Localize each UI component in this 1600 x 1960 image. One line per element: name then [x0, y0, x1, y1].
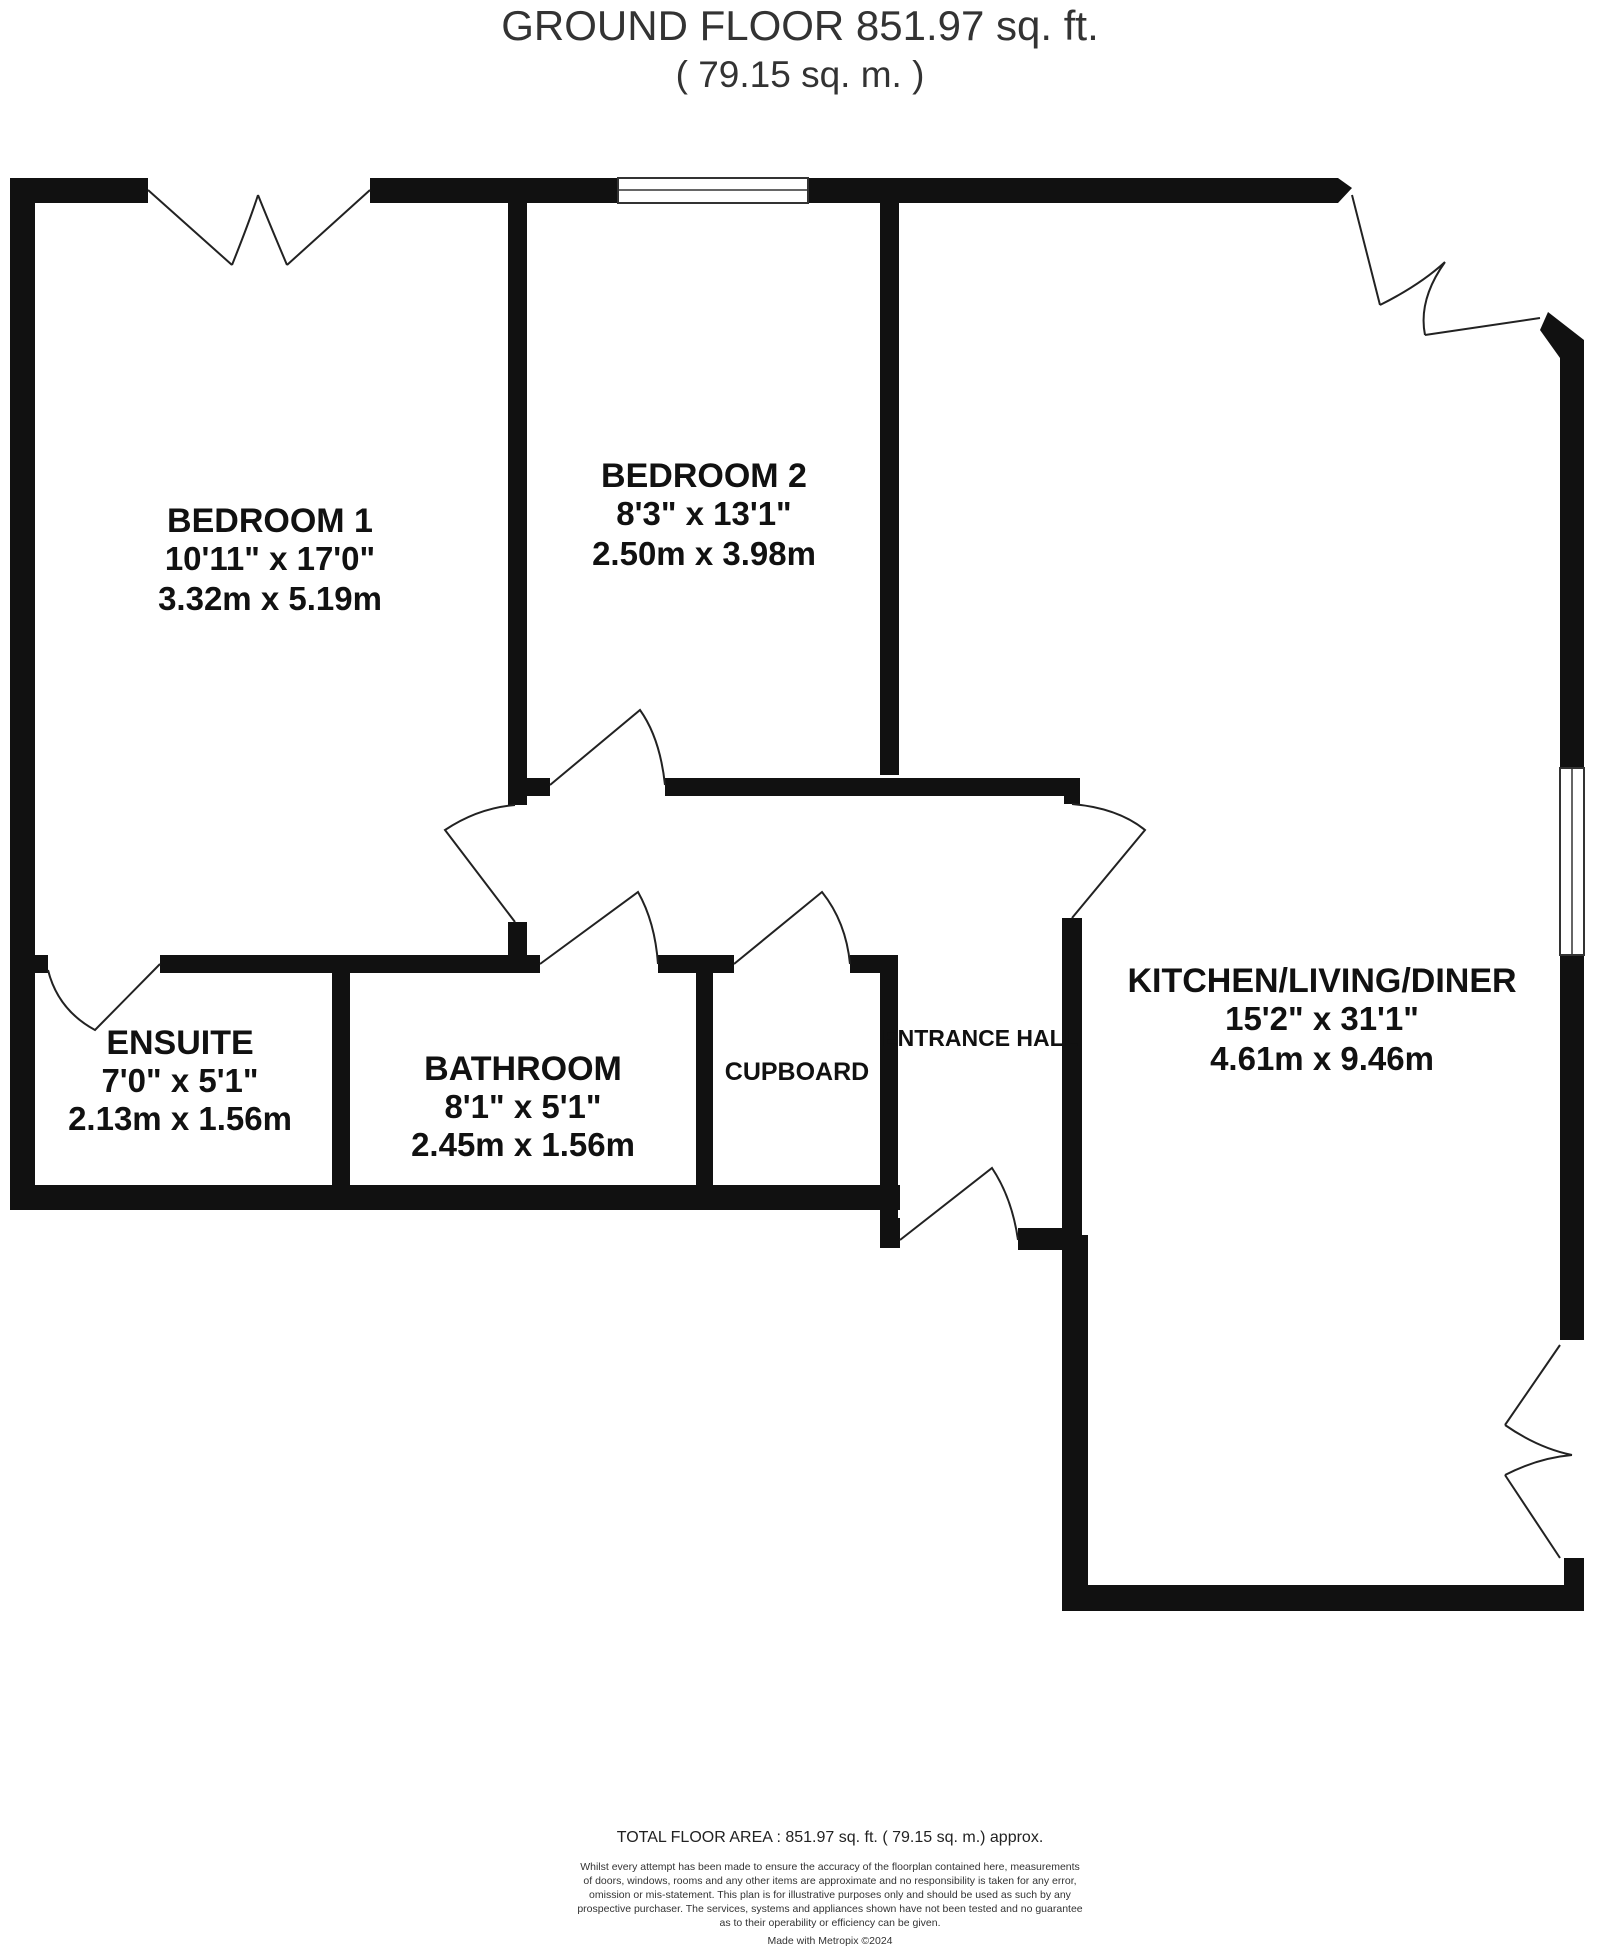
room-ensuite: ENSUITE 7'0" x 5'1" 2.13m x 1.56m: [68, 1024, 292, 1137]
doors: [47, 189, 1573, 1559]
room-metric-ensuite: 2.13m x 1.56m: [68, 1100, 292, 1137]
door-kitchen-top-french: [1351, 194, 1541, 336]
room-imperial-bedroom1: 10'11" x 17'0": [165, 540, 375, 577]
room-imperial-ensuite: 7'0" x 5'1": [101, 1062, 258, 1099]
room-name-bedroom1: BEDROOM 1: [167, 502, 373, 540]
room-imperial-kitchen: 15'2" x 31'1": [1225, 1000, 1419, 1037]
room-name-bedroom2: BEDROOM 2: [601, 457, 807, 495]
room-imperial-bedroom2: 8'3" x 13'1": [616, 495, 791, 532]
room-metric-kitchen: 4.61m x 9.46m: [1210, 1040, 1434, 1077]
room-bedroom2: BEDROOM 2 8'3" x 13'1" 2.50m x 3.98m: [592, 457, 816, 572]
wall-top-right-corner: [1338, 178, 1352, 203]
floor-title: GROUND FLOOR 851.97 sq. ft.: [501, 2, 1099, 49]
wall-ensuite-top-stub: [10, 955, 48, 973]
wall-kitchen-left-upper: [1062, 918, 1082, 1238]
room-bedroom1: BEDROOM 1 10'11" x 17'0" 3.32m x 5.19m: [158, 502, 382, 617]
disclaimer-line-3: omission or mis-statement. This plan is …: [589, 1889, 1072, 1901]
room-metric-bathroom: 2.45m x 1.56m: [411, 1126, 635, 1163]
floor-subtitle: ( 79.15 sq. m. ): [676, 54, 925, 95]
wall-bed2-kitchen: [880, 190, 899, 775]
wall-hall-bottom-right: [1018, 1228, 1068, 1250]
door-bedroom1: [443, 804, 516, 923]
door-cupboard: [733, 890, 851, 965]
wall-kitchen-left-lower: [1062, 1235, 1088, 1610]
door-entrance: [899, 1166, 1019, 1241]
disclaimer-line-5: as to their operability or efficiency ca…: [719, 1917, 940, 1929]
disclaimer-line-2: of doors, windows, rooms and any other i…: [583, 1875, 1076, 1887]
footer: TOTAL FLOOR AREA : 851.97 sq. ft. ( 79.1…: [577, 1829, 1082, 1947]
walls: [10, 178, 1584, 1611]
wall-bed2-bottom-right: [665, 778, 1080, 796]
wall-kitchen-corner: [1540, 312, 1584, 358]
room-imperial-bathroom: 8'1" x 5'1": [444, 1088, 601, 1125]
room-name-hall: ENTRANCE HALL: [882, 1025, 1078, 1051]
wall-top-mid: [370, 178, 618, 203]
room-name-bathroom: BATHROOM: [424, 1050, 622, 1088]
total-floor-area: TOTAL FLOOR AREA : 851.97 sq. ft. ( 79.1…: [617, 1829, 1044, 1846]
wall-kitchen-right-lower: [1560, 955, 1584, 1340]
room-metric-bedroom1: 3.32m x 5.19m: [158, 580, 382, 617]
door-kitchen: [1071, 803, 1147, 919]
wall-kitchen-bottom-right-stub: [1564, 1558, 1584, 1610]
door-bathroom: [539, 890, 659, 965]
door-ensuite: [47, 963, 161, 1032]
room-name-ensuite: ENSUITE: [106, 1024, 253, 1062]
room-metric-bedroom2: 2.50m x 3.98m: [592, 535, 816, 572]
wall-bottom-left-block: [10, 1185, 900, 1210]
room-kitchen: KITCHEN/LIVING/DINER 15'2" x 31'1" 4.61m…: [1127, 962, 1516, 1077]
wall-bed1-hall-stub: [508, 922, 527, 956]
windows: [617, 177, 1585, 956]
door-bedroom2: [549, 708, 666, 786]
wall-ensuite-bathroom: [332, 962, 350, 1197]
disclaimer-line-4: prospective purchaser. The services, sys…: [577, 1903, 1082, 1915]
wall-kitchen-right-upper: [1560, 358, 1584, 768]
room-bathroom: BATHROOM 8'1" x 5'1" 2.45m x 1.56m: [411, 1050, 635, 1163]
room-name-kitchen: KITCHEN/LIVING/DINER: [1127, 962, 1516, 1000]
room-cupboard: CUPBOARD: [725, 1058, 869, 1086]
metropix-credit: Made with Metropix ©2024: [767, 1935, 892, 1947]
wall-hall-right-stub: [1064, 778, 1080, 804]
wall-kitchen-bottom: [1062, 1585, 1584, 1611]
room-hall: ENTRANCE HALL: [882, 1025, 1078, 1051]
disclaimer-line-1: Whilst every attempt has been made to en…: [580, 1861, 1080, 1873]
door-kitchen-right-french: [1504, 1344, 1573, 1559]
wall-bathroom-cupboard: [696, 962, 713, 1197]
room-name-cupboard: CUPBOARD: [725, 1058, 869, 1086]
wall-cupboard-hall: [880, 955, 898, 1247]
wall-bed1-bed2: [508, 190, 527, 805]
wall-hall-bottom-left: [880, 1218, 900, 1248]
door-bedroom1-french: [147, 189, 371, 266]
wall-bed2-bottom-left: [508, 778, 550, 796]
wall-left-outer: [10, 178, 35, 1210]
